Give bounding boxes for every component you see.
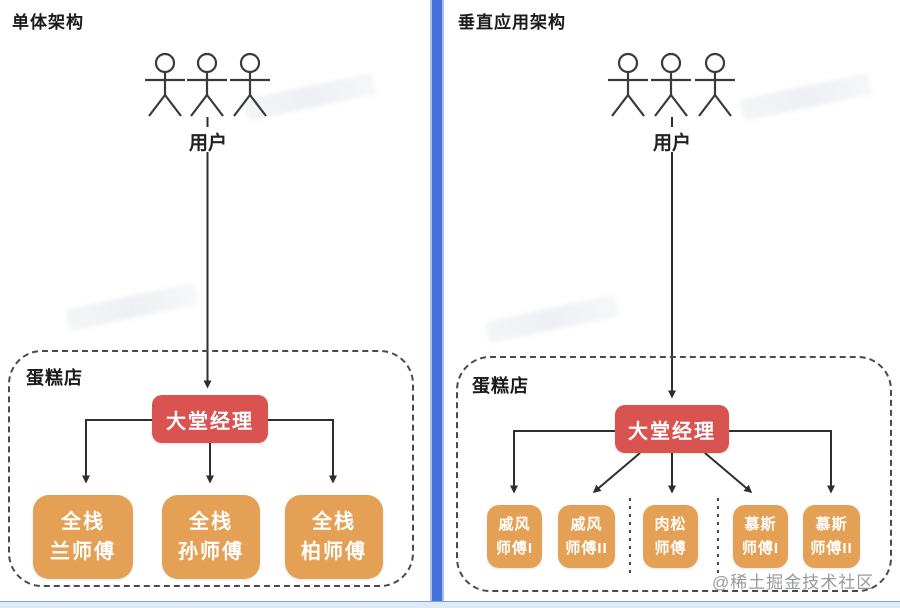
worker-line2: 师傅II: [565, 539, 608, 557]
right-manager-box: 大堂经理: [615, 405, 729, 453]
right-worker-box: 肉松 师傅: [643, 505, 698, 568]
panel-divider: [430, 0, 444, 608]
left-users-label: 用户: [188, 133, 227, 154]
worker-line1: 全栈: [189, 511, 233, 533]
person-icon: [695, 52, 735, 117]
worker-line2: 柏师傅: [301, 541, 367, 563]
person-icon: [187, 52, 227, 117]
right-worker-box: 戚风 师傅I: [487, 505, 542, 568]
right-users-label: 用户: [652, 133, 691, 154]
person-icon: [651, 52, 691, 117]
right-worker-box: 慕斯 师傅I: [733, 505, 788, 568]
worker-line2: 师傅: [654, 539, 687, 557]
worker-line1: 全栈: [312, 511, 356, 533]
right-worker-box: 慕斯 师傅II: [803, 505, 860, 568]
worker-line1: 戚风: [570, 516, 603, 534]
worker-line2: 孙师傅: [178, 541, 244, 563]
left-worker-box: 全栈 柏师傅: [285, 495, 383, 579]
right-worker-box: 戚风 师傅II: [558, 505, 615, 568]
faint-watermark: [65, 282, 199, 332]
worker-line1: 慕斯: [815, 516, 848, 534]
left-manager-box: 大堂经理: [152, 395, 268, 443]
faint-watermark: [739, 72, 873, 122]
left-cake-shop-label: 蛋糕店: [26, 368, 83, 388]
left-worker-box: 全栈 孙师傅: [162, 495, 260, 579]
worker-line1: 慕斯: [744, 516, 777, 534]
left-panel-title: 单体架构: [12, 13, 84, 32]
person-icon: [230, 52, 270, 117]
person-icon: [608, 52, 648, 117]
left-cake-shop-container: [8, 350, 414, 587]
right-cake-shop-label: 蛋糕店: [472, 376, 529, 396]
worker-line1: 戚风: [498, 516, 531, 534]
worker-line1: 肉松: [654, 516, 687, 534]
worker-line2: 师傅II: [810, 539, 853, 557]
worker-line2: 师傅I: [741, 539, 780, 557]
worker-line2: 师傅I: [495, 539, 534, 557]
faint-watermark: [485, 294, 619, 344]
community-watermark: @稀土掘金技术社区: [712, 573, 875, 592]
left-worker-box: 全栈 兰师傅: [33, 495, 133, 579]
right-cake-shop-container: [456, 356, 892, 592]
bottom-window-strip: [0, 601, 900, 608]
worker-line2: 兰师傅: [50, 541, 116, 563]
right-panel-title: 垂直应用架构: [458, 13, 566, 32]
person-icon: [145, 52, 185, 117]
worker-line1: 全栈: [61, 511, 105, 533]
